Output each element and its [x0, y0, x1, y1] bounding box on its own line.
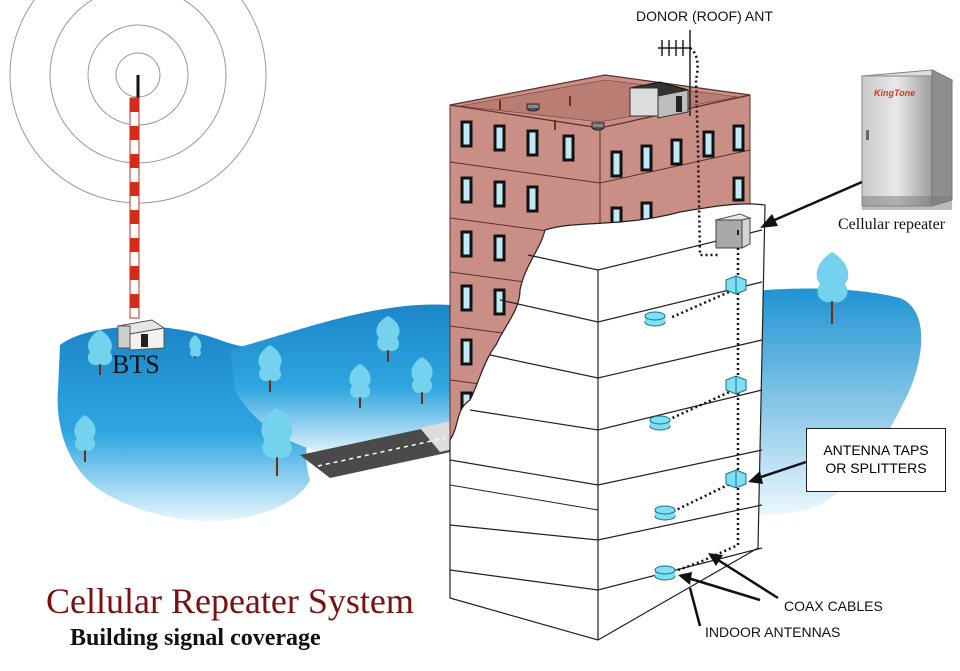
splitter-icon — [725, 375, 747, 395]
floor-slabs — [449, 229, 763, 640]
bts-label: BTS — [112, 350, 160, 379]
repeater-brand-label: KingTone — [874, 88, 916, 98]
rooftop-equipment — [499, 96, 605, 131]
tree-icon — [258, 345, 282, 392]
trees — [74, 252, 849, 476]
donor-antenna-icon — [658, 30, 691, 116]
tree-icon — [349, 364, 371, 408]
indoor-antennas-label: INDOOR ANTENNAS — [705, 624, 841, 640]
bts-shelter — [116, 319, 166, 351]
splitter-icon — [725, 275, 747, 295]
antenna-taps-callout: ANTENNA TAPS OR SPLITTERS — [806, 428, 946, 492]
tree-icon — [189, 335, 202, 358]
antenna-taps-label-line1: ANTENNA TAPS — [823, 442, 929, 458]
road-centerline — [317, 437, 446, 467]
donor-antenna-label: DONOR (ROOF) ANT — [636, 8, 773, 24]
repeater-cabinet-icon — [860, 69, 954, 210]
callout-arrows — [678, 180, 863, 627]
repeater-unit-icon — [714, 213, 752, 249]
coax-cables-label: COAX CABLES — [784, 598, 883, 614]
tree-icon — [74, 415, 96, 462]
tree-icon — [376, 316, 400, 362]
antenna-taps-label-line2: OR SPLITTERS — [825, 460, 927, 476]
indoor-antenna-icon — [654, 565, 676, 581]
rooftop-house — [629, 81, 689, 119]
bts-tower — [129, 75, 140, 319]
antenna-taps — [725, 275, 747, 489]
indoor-antenna-icon — [649, 415, 671, 431]
splitter-icon — [725, 469, 747, 489]
diagram-title: Cellular Repeater System — [46, 581, 414, 621]
cellular-repeater-label: Cellular repeater — [838, 216, 946, 233]
diagram-subtitle: Building signal coverage — [70, 625, 321, 651]
building-cutaway — [449, 203, 766, 641]
tree-icon — [261, 408, 293, 476]
indoor-antennas — [644, 311, 676, 581]
tree-icon — [87, 330, 113, 375]
tree-icon — [411, 357, 433, 404]
indoor-antenna-icon — [644, 311, 666, 327]
indoor-antenna-icon — [654, 505, 676, 521]
tree-icon — [816, 252, 849, 324]
road — [300, 425, 460, 478]
